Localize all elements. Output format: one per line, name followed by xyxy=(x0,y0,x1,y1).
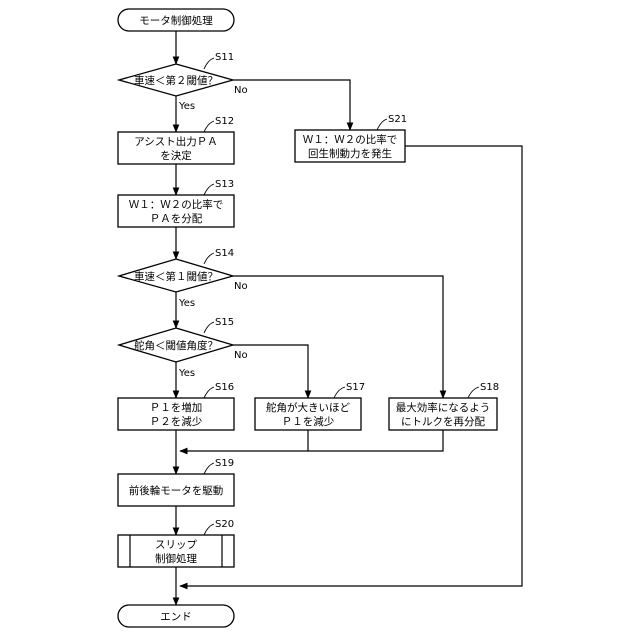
end-terminal: エンド xyxy=(118,605,234,627)
s14-text: 車速＜第１閾値？ xyxy=(134,270,218,283)
s21-line2: 回生制動力を発生 xyxy=(308,147,392,160)
s20-step-id: S20 xyxy=(215,519,234,530)
s16-step-id: S16 xyxy=(215,382,234,393)
start-label: モータ制御処理 xyxy=(139,14,213,27)
s12-step-id: S12 xyxy=(215,116,234,127)
s15-yes-label: Yes xyxy=(178,368,195,379)
s20-line1: スリップ xyxy=(155,539,197,551)
s11-text: 車速＜第２閾値？ xyxy=(134,74,218,87)
end-label: エンド xyxy=(160,611,192,623)
s16-line2: Ｐ２を減少 xyxy=(150,415,203,428)
s15-text: 舵角＜閾値角度？ xyxy=(134,339,218,352)
s19-text: 前後輪モータを駆動 xyxy=(129,484,224,497)
s11-no-label: No xyxy=(234,85,248,96)
s12-line2: を決定 xyxy=(160,149,192,162)
s17-line2: Ｐ１を減少 xyxy=(282,415,335,428)
s19-step-id: S19 xyxy=(215,458,234,469)
s15-step-id: S15 xyxy=(215,317,234,328)
s11-step-id: S11 xyxy=(215,52,234,63)
s14-leader xyxy=(204,253,214,264)
s17-line1: 舵角が大きいほど xyxy=(266,401,350,414)
s21-leader xyxy=(377,119,387,130)
s21-line1: Ｗ１：Ｗ２の比率で xyxy=(303,133,398,146)
process-s18: 最大効率になるよう にトルクを再分配 S18 xyxy=(389,382,499,430)
s18-step-id: S18 xyxy=(480,382,499,393)
s18-line2: にトルクを再分配 xyxy=(401,416,485,428)
s13-line1: Ｗ１：Ｗ２の比率で xyxy=(129,198,224,211)
process-s17: 舵角が大きいほど Ｐ１を減少 S17 xyxy=(255,382,365,430)
s11-yes-label: Yes xyxy=(178,101,195,112)
s14-step-id: S14 xyxy=(215,248,234,259)
s19-leader xyxy=(204,463,214,474)
s21-step-id: S21 xyxy=(388,114,407,125)
arrow-s14-no xyxy=(233,276,443,398)
line-s18-merge xyxy=(308,430,443,451)
arrow-s17-merge xyxy=(180,430,308,451)
s16-leader xyxy=(204,387,214,398)
s18-line1: 最大効率になるよう xyxy=(396,401,491,414)
s18-leader xyxy=(468,387,479,398)
s12-leader xyxy=(204,121,214,132)
s20-leader xyxy=(204,524,214,535)
start-terminal: モータ制御処理 xyxy=(118,9,234,31)
s14-no-label: No xyxy=(234,281,248,292)
s13-leader xyxy=(204,184,214,195)
s13-line2: ＰＡを分配 xyxy=(150,213,203,225)
s17-leader xyxy=(334,387,345,398)
s15-leader xyxy=(204,322,214,333)
s11-leader xyxy=(204,58,214,69)
process-s21: Ｗ１：Ｗ２の比率で 回生制動力を発生 S21 xyxy=(295,114,407,162)
s16-line1: Ｐ１を増加 xyxy=(150,401,203,414)
arrow-s11-no xyxy=(233,80,350,130)
s14-yes-label: Yes xyxy=(178,298,195,309)
s13-step-id: S13 xyxy=(215,179,234,190)
s20-line2: 制御処理 xyxy=(155,552,197,565)
s15-no-label: No xyxy=(234,350,248,361)
s12-line1: アシスト出力ＰＡ xyxy=(134,135,218,148)
s17-step-id: S17 xyxy=(346,382,365,393)
